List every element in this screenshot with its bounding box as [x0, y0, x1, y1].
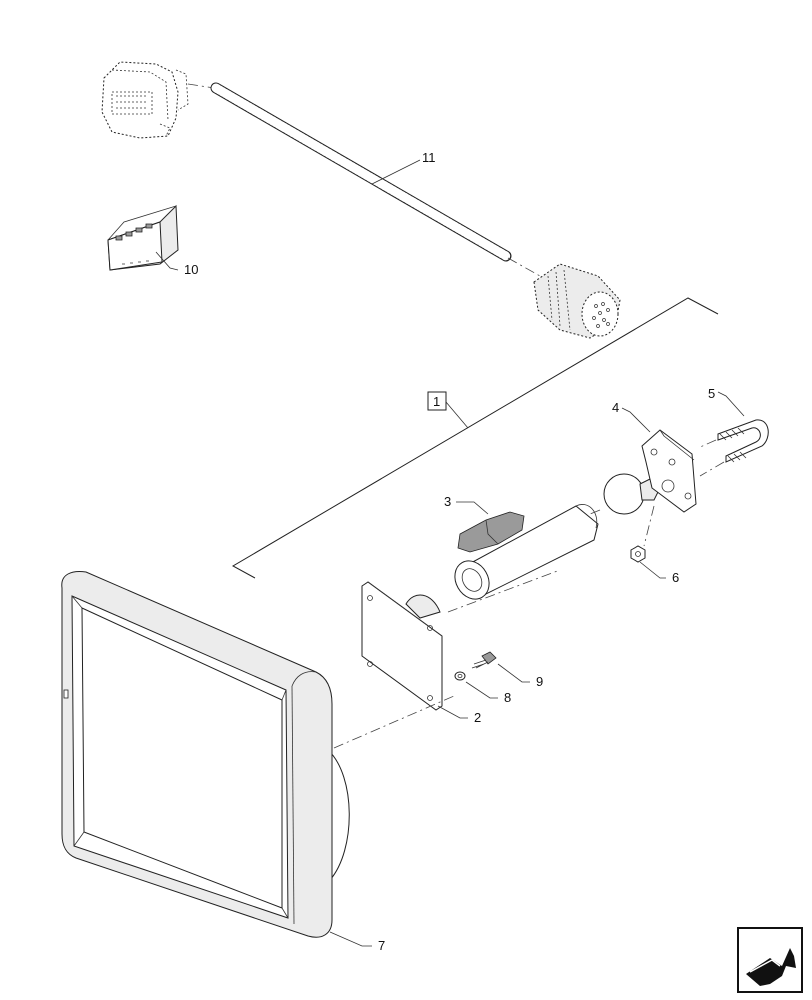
callout-8: 8: [504, 690, 511, 705]
callout-box-1: [427, 391, 447, 411]
callout-labels: 1 2 3 4 5 6 7 8 9 10 11: [184, 150, 715, 953]
display-monitor-part-7: [61, 571, 455, 938]
nut-part-6: [630, 545, 646, 563]
callout-3: 3: [444, 494, 451, 509]
callout-11: 11: [422, 150, 436, 165]
callout-5: 5: [708, 386, 715, 401]
next-page-arrow-icon[interactable]: [737, 927, 803, 993]
arm-clamp-part-3: [454, 504, 599, 600]
kit-scope-bracket: [231, 297, 719, 579]
callout-4: 4: [612, 400, 619, 415]
ball-mount-part-4: [589, 429, 697, 547]
callout-7: 7: [378, 938, 385, 953]
washer-part-8: [454, 671, 466, 681]
callout-9: 9: [536, 674, 543, 689]
leader-lines: [155, 159, 745, 947]
callout-1: 1: [433, 394, 440, 409]
wiring-harness-part-11: [101, 61, 621, 339]
harness-connector-round: [533, 263, 621, 339]
harness-connector-left: [101, 61, 189, 139]
mounting-plate-part-2: [361, 569, 561, 711]
screw-part-9: [471, 651, 497, 669]
callout-10: 10: [184, 262, 198, 277]
cover-plug-part-10: [107, 204, 179, 271]
callout-2: 2: [474, 710, 481, 725]
callout-6: 6: [672, 570, 679, 585]
u-bolt-part-5: [697, 419, 769, 477]
